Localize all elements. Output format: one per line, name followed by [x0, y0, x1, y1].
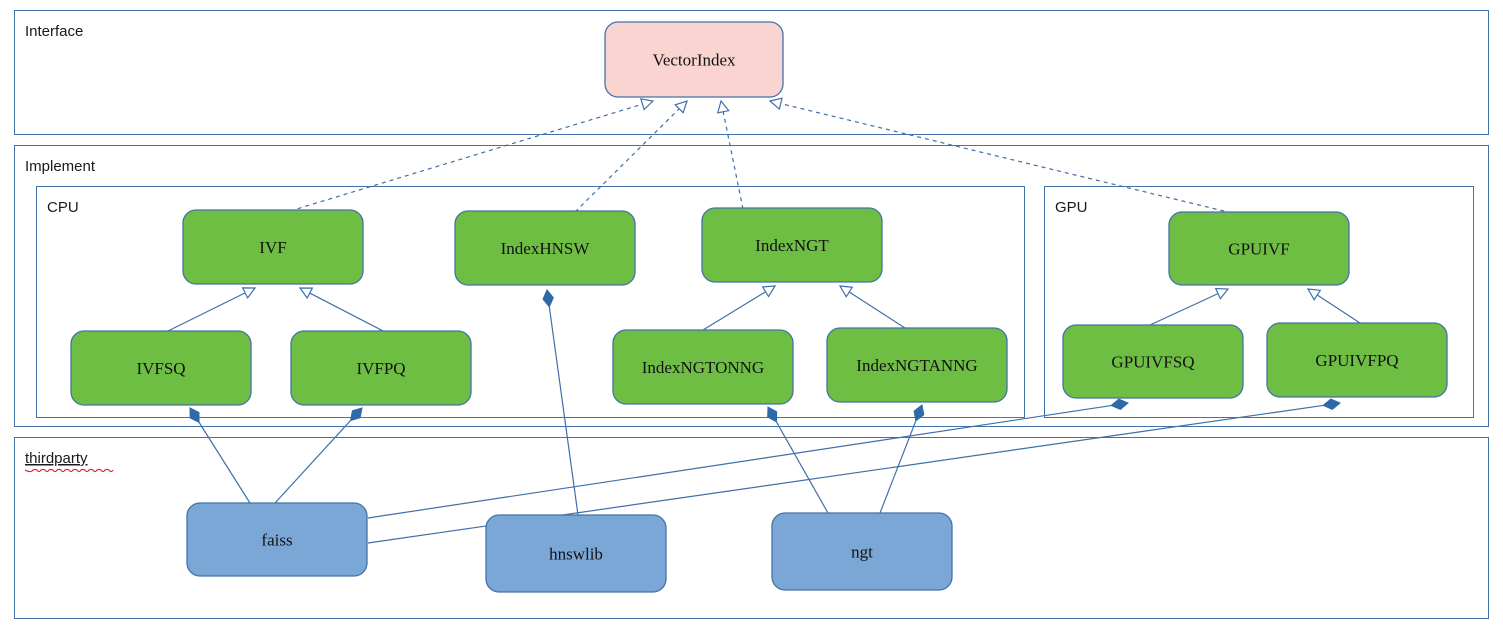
class-node-faiss[interactable]: faiss: [186, 502, 368, 577]
edge-indexngtonng-to-indexngt: [702, 285, 777, 331]
composition-diamond-marker: [349, 407, 363, 422]
group-label-implement: Implement: [25, 158, 96, 175]
edge-line: [879, 420, 917, 514]
edge-line: [367, 404, 1112, 519]
class-node-label: GPUIVF: [1228, 240, 1289, 259]
class-node-label: ngt: [851, 543, 873, 562]
hollow-triangle-marker: [768, 97, 783, 111]
composition-diamond-marker: [189, 407, 200, 424]
composition-diamond-marker: [1110, 398, 1129, 410]
edge-line: [198, 422, 251, 504]
hollow-triangle-marker: [1306, 288, 1322, 301]
composition-diamond-marker: [542, 289, 554, 308]
edge-line: [309, 292, 384, 332]
hollow-triangle-marker: [298, 287, 314, 300]
class-node-ivfpq[interactable]: IVFPQ: [290, 330, 472, 406]
class-node-label: VectorIndex: [652, 51, 736, 70]
edge-faiss-to-gpuivfsq: [367, 398, 1129, 519]
class-node-ivfsq[interactable]: IVFSQ: [70, 330, 252, 406]
class-node-box[interactable]: [1062, 324, 1244, 399]
spellcheck-underline: [24, 468, 114, 473]
group-label-cpu: CPU: [47, 199, 79, 216]
edge-ivf-to-vectorindex: [289, 98, 655, 212]
hollow-triangle-marker: [1214, 287, 1230, 300]
hollow-triangle-marker: [716, 99, 730, 114]
class-node-box[interactable]: [701, 207, 883, 283]
class-node-box[interactable]: [454, 210, 636, 286]
class-node-label: faiss: [261, 531, 292, 550]
class-node-label: GPUIVFSQ: [1111, 353, 1194, 372]
class-node-box[interactable]: [1168, 211, 1350, 286]
class-node-ivf[interactable]: IVF: [182, 209, 364, 285]
composition-diamond-marker: [913, 404, 925, 422]
class-node-label: IVFPQ: [356, 359, 405, 378]
composition-diamond-marker: [1322, 398, 1341, 410]
edge-ngt-to-indexngtonng: [767, 406, 829, 514]
edge-line: [848, 291, 906, 329]
class-node-label: IndexNGT: [755, 236, 829, 255]
class-node-box[interactable]: [612, 329, 794, 405]
class-node-label: IVFSQ: [136, 359, 185, 378]
edge-gpuivfpq-to-gpuivf: [1306, 288, 1361, 324]
edge-line: [574, 108, 680, 213]
edge-line: [780, 103, 1233, 214]
hollow-triangle-marker: [838, 285, 854, 298]
edge-gpuivfsq-to-gpuivf: [1149, 287, 1230, 326]
class-node-hnswlib[interactable]: hnswlib: [485, 514, 667, 593]
class-node-label: IndexHNSW: [501, 239, 591, 258]
edge-line: [289, 103, 643, 212]
edge-line: [167, 292, 246, 332]
edge-ivfsq-to-ivf: [167, 287, 257, 332]
edge-line: [274, 420, 351, 504]
edge-line: [1316, 294, 1361, 324]
class-node-box[interactable]: [826, 327, 1008, 403]
group-label-thirdparty: thirdparty: [25, 450, 88, 467]
edge-faiss-to-ivfsq: [189, 407, 251, 504]
class-node-box[interactable]: [1266, 322, 1448, 398]
edge-line: [1149, 293, 1219, 326]
edge-hnswlib-to-indexhnsw: [542, 289, 579, 516]
edge-line: [722, 111, 744, 210]
class-node-indexngt[interactable]: IndexNGT: [701, 207, 883, 283]
group-label-gpu: GPU: [1055, 199, 1088, 216]
group-label-interface: Interface: [25, 23, 83, 40]
hollow-triangle-marker: [761, 285, 777, 298]
class-node-box[interactable]: [186, 502, 368, 577]
edge-ngt-to-indexngtanng: [879, 404, 925, 514]
edge-line: [702, 291, 766, 331]
edge-line: [548, 306, 579, 516]
class-node-vectorindex[interactable]: VectorIndex: [604, 21, 784, 98]
edge-indexngt-to-vectorindex: [716, 99, 744, 210]
edge-faiss-to-ivfpq: [274, 407, 363, 504]
class-node-indexngtonng[interactable]: IndexNGTONNG: [612, 329, 794, 405]
class-node-label: IndexNGTANNG: [856, 356, 977, 375]
class-node-box[interactable]: [182, 209, 364, 285]
class-node-indexhnsw[interactable]: IndexHNSW: [454, 210, 636, 286]
class-node-box[interactable]: [70, 330, 252, 406]
hollow-triangle-marker: [674, 100, 688, 114]
class-node-box[interactable]: [771, 512, 953, 591]
class-node-label: GPUIVFPQ: [1315, 351, 1398, 370]
class-node-box[interactable]: [485, 514, 667, 593]
class-node-label: IndexNGTONNG: [642, 358, 764, 377]
class-node-indexngtanng[interactable]: IndexNGTANNG: [826, 327, 1008, 403]
hollow-triangle-marker: [639, 98, 655, 111]
edge-indexngtanng-to-indexngt: [838, 285, 906, 329]
class-node-label: IVF: [259, 238, 286, 257]
class-node-gpuivfpq[interactable]: GPUIVFPQ: [1266, 322, 1448, 398]
edge-line: [775, 421, 829, 514]
composition-diamond-marker: [767, 406, 778, 423]
edge-ivfpq-to-ivf: [298, 287, 384, 332]
class-node-box[interactable]: [604, 21, 784, 98]
edge-indexhnsw-to-vectorindex: [574, 100, 688, 213]
class-node-gpuivf[interactable]: GPUIVF: [1168, 211, 1350, 286]
class-node-ngt[interactable]: ngt: [771, 512, 953, 591]
hollow-triangle-marker: [241, 287, 257, 300]
class-node-gpuivfsq[interactable]: GPUIVFSQ: [1062, 324, 1244, 399]
edge-gpuivf-to-vectorindex: [768, 97, 1233, 214]
class-node-label: hnswlib: [549, 545, 603, 564]
class-node-box[interactable]: [290, 330, 472, 406]
